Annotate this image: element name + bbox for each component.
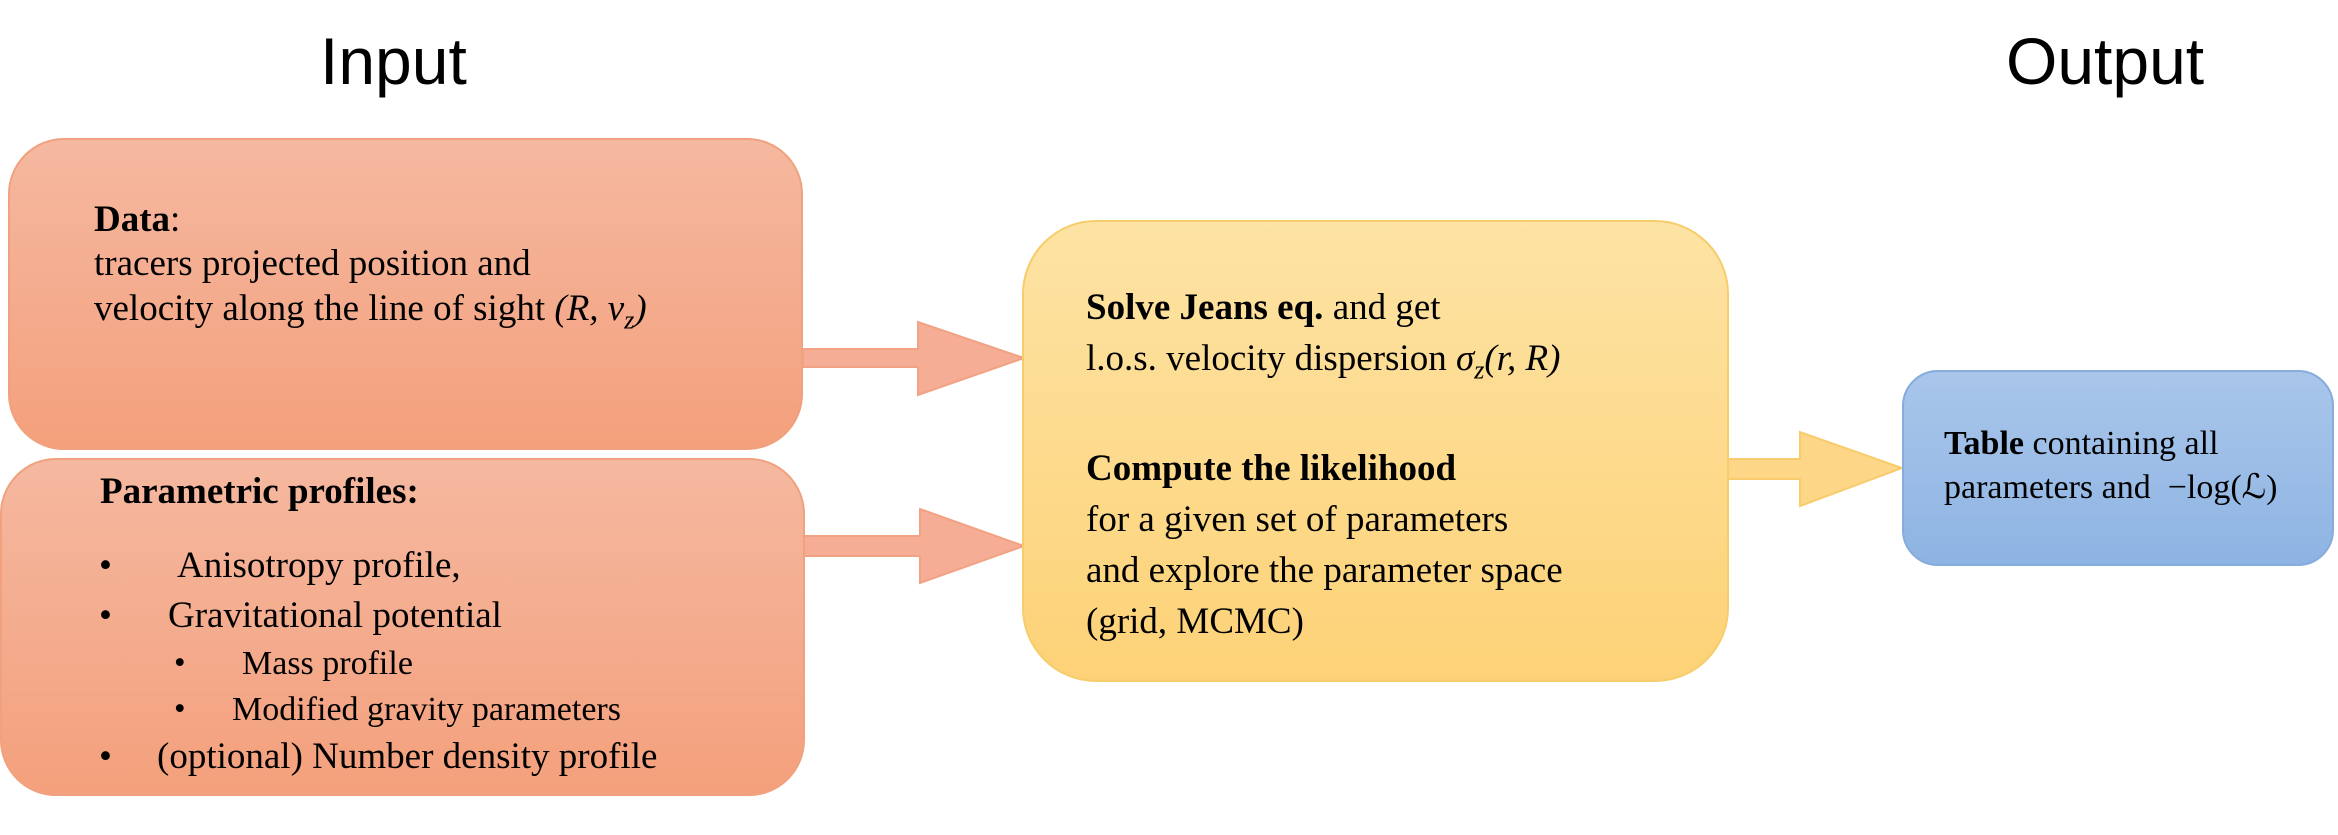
likelihood-line-3: (grid, MCMC) [1086,601,1304,643]
jeans-solve-rest: and get [1323,287,1441,328]
profile-item-potential: Gravitational potential [168,595,502,636]
bullet-icon: • [99,545,112,586]
profiles-box: Parametric profiles: • Anisotropy profil… [0,458,805,796]
jeans-dispersion-text: l.o.s. velocity dispersion [1086,338,1447,379]
jeans-box: Solve Jeans eq. and get l.o.s. velocity … [1022,220,1729,682]
profiles-title: Parametric profiles: [100,471,419,512]
input-heading: Input [320,24,467,98]
output-line-1: containing all [2024,425,2219,462]
output-line-2: parameters and [1944,469,2151,506]
bullet-icon: • [99,736,112,777]
data-line-2: velocity along the line of sight [94,287,546,329]
output-table-label: Table [1944,425,2025,462]
bullet-icon: • [99,595,112,636]
likelihood-line-1: for a given set of parameters [1086,499,1509,541]
profile-subitem-modified-gravity: Modified gravity parameters [232,691,621,728]
profile-subitem-mass: Mass profile [242,645,413,682]
arrow-jeans-to-output [1727,430,1905,508]
output-math: −log(ℒ) [2167,469,2278,506]
likelihood-line-2: and explore the parameter space [1086,550,1563,592]
data-line-1: tracers projected position and [94,243,531,285]
likelihood-title: Compute the likelihood [1086,448,1457,490]
arrow-data-to-jeans [802,320,1028,397]
bullet-icon: • [174,691,186,727]
jeans-solve-title: Solve Jeans eq. [1086,287,1324,328]
jeans-dispersion-math: σz(r, R) [1455,338,1561,385]
data-title: Data [94,199,171,240]
arrow-profiles-to-jeans [802,507,1027,585]
profile-item-number-density: (optional) Number density profile [157,736,658,777]
bullet-icon: • [174,645,186,681]
data-title-colon: : [170,199,181,240]
data-math: (R, vz) [554,287,647,335]
data-box: Data: tracers projected position and vel… [8,138,803,450]
profile-item-anisotropy: Anisotropy profile, [177,545,461,586]
output-box: Table containing all parameters and −log… [1902,370,2334,566]
output-heading: Output [2006,24,2205,98]
